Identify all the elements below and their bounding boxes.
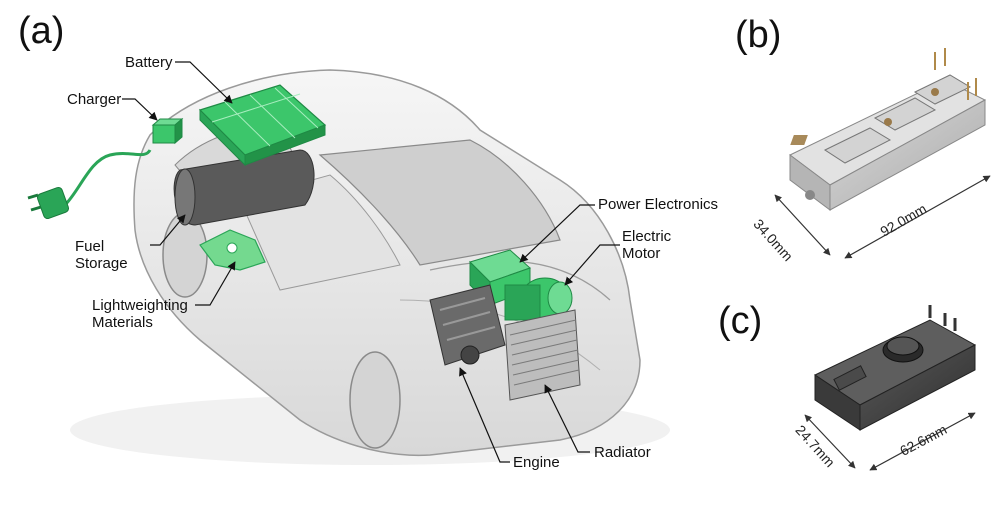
- callout-fuel-storage: Fuel Storage: [75, 238, 128, 272]
- plug-cable: [27, 149, 152, 220]
- callout-electric-motor-line2: Motor: [622, 245, 661, 262]
- windshield: [318, 139, 561, 266]
- panel-label-a: (a): [18, 10, 65, 52]
- charger-unit: [151, 117, 184, 145]
- power-module-b: [789, 48, 987, 211]
- callout-leaders: [122, 61, 620, 463]
- module-housing-c: [813, 305, 977, 431]
- fuel-tank: [173, 149, 315, 226]
- callout-fuel-storage-line1: Fuel: [75, 238, 105, 255]
- panel-label-c: (c): [718, 300, 763, 342]
- callout-lightweighting-line1: Lightweighting: [92, 297, 188, 314]
- callout-lightweighting-line2: Materials: [92, 314, 153, 331]
- callout-power-electronics: Power Electronics: [598, 196, 719, 213]
- lightweighting-frame: [199, 229, 266, 271]
- callout-engine: Engine: [513, 454, 560, 471]
- module-b-dimensions: [774, 175, 991, 259]
- callout-lightweighting-materials: Lightweighting Materials: [92, 297, 188, 331]
- radiator-grille: [504, 309, 581, 401]
- callout-electric-motor: Electric Motor: [622, 228, 671, 262]
- panel-label-b: (b): [735, 14, 782, 56]
- callout-radiator: Radiator: [594, 444, 651, 461]
- callout-electric-motor-line1: Electric: [622, 228, 672, 245]
- callout-charger: Charger: [67, 91, 122, 108]
- engine-block: [429, 284, 506, 366]
- module-c-dimensions: [804, 412, 976, 471]
- rear-wheel: [162, 212, 208, 298]
- callout-fuel-storage-line2: Storage: [75, 255, 128, 272]
- front-wheel: [349, 351, 401, 449]
- callout-battery: Battery: [125, 54, 173, 71]
